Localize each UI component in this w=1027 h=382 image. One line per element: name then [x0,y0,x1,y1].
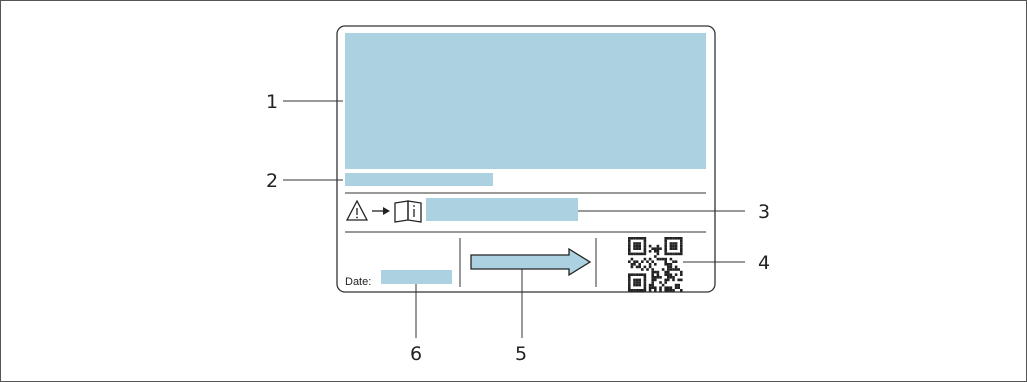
callout-3: 3 [758,201,770,223]
callout-5: 5 [515,343,527,365]
field-date [381,270,452,284]
manual-book-icon [394,200,422,223]
date-label: Date: [345,276,371,288]
callout-1: 1 [266,91,278,113]
field-device-data [345,33,706,169]
callout-2: 2 [266,170,278,192]
qr-code-icon [628,237,683,292]
warning-triangle-icon [345,199,369,221]
callout-4: 4 [758,252,770,274]
field-document-reference [426,198,578,221]
flow-direction-arrow-icon [470,247,592,277]
callout-6: 6 [410,343,422,365]
field-order-code [345,173,493,186]
arrow-right-icon [372,207,390,215]
